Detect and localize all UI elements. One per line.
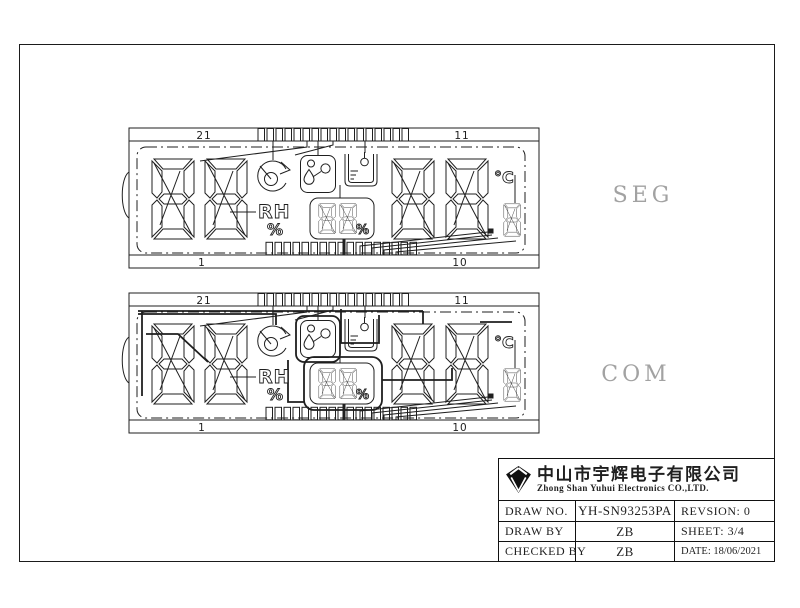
seg-view-label: SEG xyxy=(612,183,674,208)
com-pin-bottom-right: 10 xyxy=(452,422,467,434)
celsius-text: °C xyxy=(494,168,514,187)
seg-pin-bottom-right: 10 xyxy=(452,257,467,269)
sheet-border xyxy=(19,44,775,562)
box-percent-text: % xyxy=(356,223,369,238)
draw-by-label: DRAW BY xyxy=(505,524,564,538)
com-pin-bottom-left: 1 xyxy=(198,422,206,434)
com-pin-top-right: 11 xyxy=(454,295,469,307)
rh-percent-text: % xyxy=(267,220,283,239)
com-view-drawing: 21 11 1 10 RH % % °C xyxy=(120,280,545,440)
date-field: DATE: 18/06/2021 xyxy=(674,542,774,561)
seg-pin-bottom-left: 1 xyxy=(198,257,206,269)
seg-pin-top-left: 21 xyxy=(196,130,211,142)
title-block-row: CHECKED BY ZB DATE: 18/06/2021 xyxy=(499,542,774,561)
title-block: 中山市宇辉电子有限公司 Zhong Shan Yuhui Electronics… xyxy=(498,458,775,562)
rh-text: RH xyxy=(258,366,291,388)
box-percent-text: % xyxy=(356,388,369,403)
seg-view-drawing: 21 11 1 10 RH % % °C xyxy=(120,115,545,275)
sheet-field: SHEET: 3/4 xyxy=(674,522,774,541)
draw-no-value: YH-SN93253PA xyxy=(575,501,674,521)
checked-by-value: ZB xyxy=(575,542,674,561)
company-name-cn: 中山市宇辉电子有限公司 xyxy=(537,464,741,484)
company-name-en: Zhong Shan Yuhui Electronics CO.,LTD. xyxy=(537,482,709,493)
com-routing-traces xyxy=(138,309,512,411)
company-logo-icon xyxy=(506,466,531,493)
rh-text: RH xyxy=(258,201,291,223)
draw-no-label: DRAW NO. xyxy=(505,503,568,518)
company-row: 中山市宇辉电子有限公司 Zhong Shan Yuhui Electronics… xyxy=(499,459,774,501)
title-block-row: DRAW NO. YH-SN93253PA REVSION: 0 xyxy=(499,501,774,522)
seg-pin-top-right: 11 xyxy=(454,130,469,142)
celsius-text: °C xyxy=(494,333,514,352)
revision-field: REVSION: 0 xyxy=(674,501,774,521)
com-pin-top-left: 21 xyxy=(196,295,211,307)
rh-percent-text: % xyxy=(267,385,283,404)
draw-by-value: ZB xyxy=(575,522,674,541)
com-view-label: COM xyxy=(601,362,671,387)
checked-by-label: CHECKED BY xyxy=(505,544,587,558)
title-block-row: DRAW BY ZB SHEET: 3/4 xyxy=(499,522,774,542)
